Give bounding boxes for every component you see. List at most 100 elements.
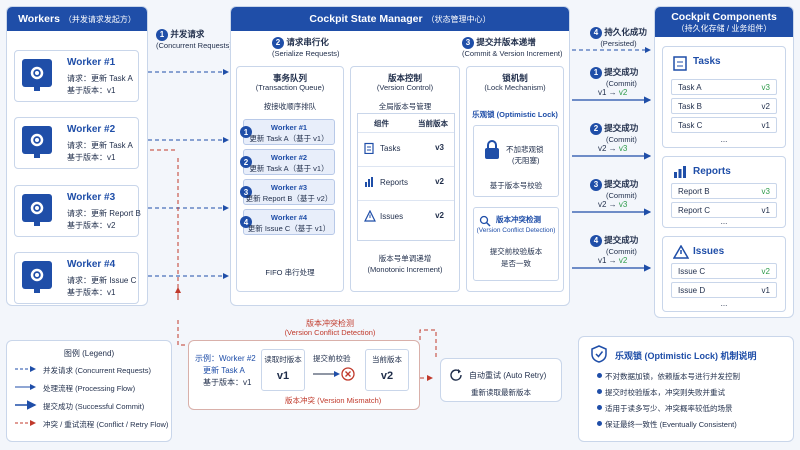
commit-to-version: v2 (618, 255, 628, 265)
queue-item-worker: Worker #3 (270, 183, 308, 192)
step-subtitle: (Concurrent Requests) (156, 40, 232, 50)
step-number: 2 (272, 36, 284, 49)
monitor-gear-icon (22, 59, 52, 91)
magnifier-icon (479, 214, 491, 232)
commit-label-2: 2 提交成功 (Commit) v2 → v3 (590, 122, 638, 153)
task-version: v1 (761, 121, 770, 130)
worker-request: 请求：更新 Issue C (67, 276, 137, 285)
padlock-icon (484, 140, 500, 165)
step-subtitle: (Commit & Version Increment) (462, 48, 563, 58)
commit-label-1: 1 提交成功 (Commit) v1 → v2 (590, 66, 638, 97)
queue-item-text: 更新 Task A（基于 v1） (249, 164, 329, 173)
step-title: 提交并版本递增 (476, 37, 536, 47)
column-component: 组件 (374, 119, 389, 128)
non-blocking: (无阻塞) (512, 156, 540, 165)
commit-title: 提交成功 (604, 67, 639, 77)
step-subtitle: (Persisted) (600, 38, 637, 48)
shield-check-icon (591, 345, 607, 368)
lock-subtitle: (Lock Mechanism) (484, 83, 546, 92)
worker-title: Worker #4 (67, 259, 116, 270)
components-title: Cockpit Components (671, 10, 777, 23)
commit-number: 4 (590, 234, 602, 247)
no-pessimistic-lock: 不加悲观锁 (506, 145, 544, 154)
commit-subtitle: (Commit) (606, 78, 637, 88)
commit-number: 1 (590, 66, 602, 79)
read-version-value: v1 (276, 370, 290, 382)
queue-item-worker: Worker #2 (270, 153, 308, 162)
current-version-box: 当前版本 v2 (365, 349, 409, 391)
version-row-reports: Reports v2 (358, 166, 454, 198)
version-row-value: v3 (435, 143, 444, 152)
issues-more: ... (720, 299, 728, 308)
legend-processing: 处理流程 (Processing Flow) (43, 384, 136, 393)
explain-title: 乐观锁 (Optimistic Lock) 机制说明 (615, 351, 757, 361)
bar-chart-icon (364, 176, 374, 190)
worker-title: Worker #2 (67, 124, 116, 135)
warning-icon (672, 244, 690, 264)
commit-subtitle: (Commit) (606, 246, 637, 256)
queue-item-text: 更新 Task A（基于 v1） (249, 134, 329, 143)
task-name: Task A (678, 83, 702, 92)
commit-number: 3 (590, 178, 602, 191)
conflict-detection-subtitle: (Version Conflict Detection) (476, 227, 556, 234)
commit-subtitle: (Commit) (606, 190, 637, 200)
tasks-more: ... (720, 135, 728, 144)
commit-from-version: v1 (598, 255, 607, 265)
step-number: 4 (590, 26, 602, 39)
version-footer-sub: (Monotonic Increment) (367, 265, 443, 274)
worker-card-3: Worker #3 请求：更新 Report B 基于版本：v2 (14, 185, 141, 237)
queue-fifo-note: FIFO 串行处理 (265, 268, 315, 277)
version-row-issues: Issues v2 (358, 200, 454, 232)
task-version: v2 (761, 102, 770, 111)
commit-to-version: v3 (618, 143, 628, 153)
commit-from-version: v1 (598, 87, 607, 97)
column-version: 当前版本 (418, 119, 448, 128)
state-manager-subtitle: （状态管理中心） (426, 14, 491, 24)
step-number: 1 (156, 28, 168, 41)
step-subtitle: (Serialize Requests) (272, 48, 340, 58)
legend-commit: 提交成功 (Successful Commit) (43, 402, 145, 411)
optimistic-lock-label: 乐观锁 (Optimistic Lock) (472, 110, 558, 119)
worker-card-2: Worker #2 请求：更新 Task A 基于版本：v1 (14, 117, 139, 169)
version-table: 组件 当前版本 Tasks v3 Reports v2 Issues v2 (357, 113, 455, 241)
warning-icon (364, 209, 376, 224)
step-1-label: 1 并发请求 (Concurrent Requests) (156, 28, 232, 50)
worker-request: 请求：更新 Task A (67, 141, 133, 150)
legend-swatches (15, 366, 37, 426)
legend-conflict: 冲突 / 重试流程 (Conflict / Retry Flow) (43, 420, 169, 429)
version-footer: 版本号单调递增 (378, 254, 432, 263)
read-version-label: 读取时版本 (264, 355, 302, 364)
version-row-name: Tasks (380, 144, 401, 153)
issue-name: Issue D (678, 286, 706, 295)
legend-concurrent: 并发请求 (Concurrent Requests) (43, 366, 151, 375)
commit-from-version: v2 (598, 199, 607, 209)
conflict-example-panel: 示例：Worker #2 更新 Task A 基于版本：v1 读取时版本 v1 … (188, 340, 420, 410)
state-manager-title: Cockpit State Manager (309, 13, 423, 25)
queue-order-note: 按接收顺序排队 (263, 102, 317, 111)
step-title: 并发请求 (170, 29, 205, 39)
legend-title: 图例 (Legend) (63, 349, 115, 358)
tasks-title: Tasks (693, 56, 721, 67)
conflict-example-base: 基于版本：v1 (203, 378, 252, 387)
step-4-label: 4 持久化成功 (Persisted) (590, 26, 647, 48)
queue-item-number: 3 (240, 186, 252, 198)
explain-item: 提交时校验版本，冲突则失败并重试 (597, 388, 725, 397)
commit-title: 提交成功 (604, 123, 639, 133)
conflict-example-action: 更新 Task A (203, 366, 245, 375)
queue-item-4: 4 Worker #4 更新 Issue C（基于 v1） (240, 209, 335, 235)
workers-title: Workers (18, 13, 60, 25)
conflict-x-icon (341, 367, 355, 386)
check-arrow (313, 371, 340, 377)
queue-item-number: 2 (240, 156, 252, 168)
queue-item-text: 更新 Report B（基于 v2） (245, 194, 333, 203)
step-3-label: 3 提交并版本递增 (Commit & Version Increment) (462, 36, 562, 58)
issues-title: Issues (693, 246, 725, 257)
conflict-detection-title: 版本冲突检测 (496, 215, 541, 224)
